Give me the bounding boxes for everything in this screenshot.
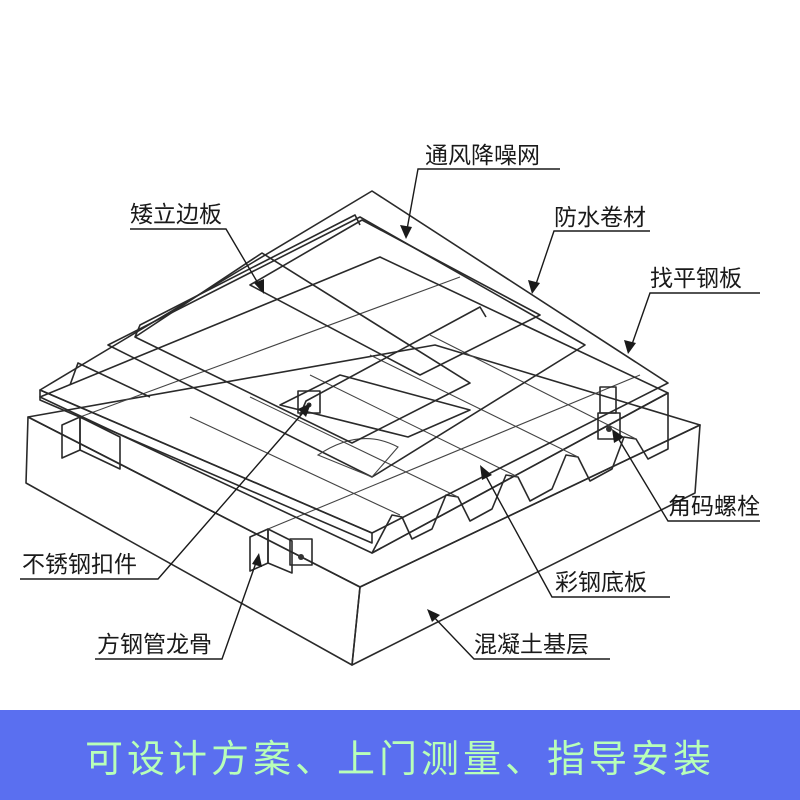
angle-bracket-bolts bbox=[289, 386, 621, 566]
service-banner: 可设计方案、上门测量、指导安装 bbox=[0, 710, 800, 800]
label-steel-deck: 彩钢底板 bbox=[555, 570, 647, 596]
concrete-base bbox=[25, 344, 701, 666]
label-standing-seam: 矮立边板 bbox=[130, 202, 222, 228]
label-concrete-base: 混凝土基层 bbox=[474, 632, 589, 658]
waterproof-membrane bbox=[107, 216, 586, 478]
ventilation-mesh bbox=[279, 374, 471, 438]
label-leveling-plate: 找平钢板 bbox=[650, 266, 742, 292]
label-ventilation-mesh: 通风降噪网 bbox=[425, 143, 540, 169]
label-angle-bolt: 角码螺栓 bbox=[668, 494, 760, 520]
label-square-keel: 方钢管龙骨 bbox=[97, 632, 212, 658]
leader-lines bbox=[20, 168, 760, 660]
label-stainless-clip: 不锈钢扣件 bbox=[22, 552, 137, 578]
leveling-steel-plate bbox=[39, 190, 669, 544]
banner-text: 可设计方案、上门测量、指导安装 bbox=[84, 736, 715, 781]
color-steel-deck bbox=[39, 256, 669, 554]
label-waterproof-membrane: 防水卷材 bbox=[554, 205, 646, 231]
